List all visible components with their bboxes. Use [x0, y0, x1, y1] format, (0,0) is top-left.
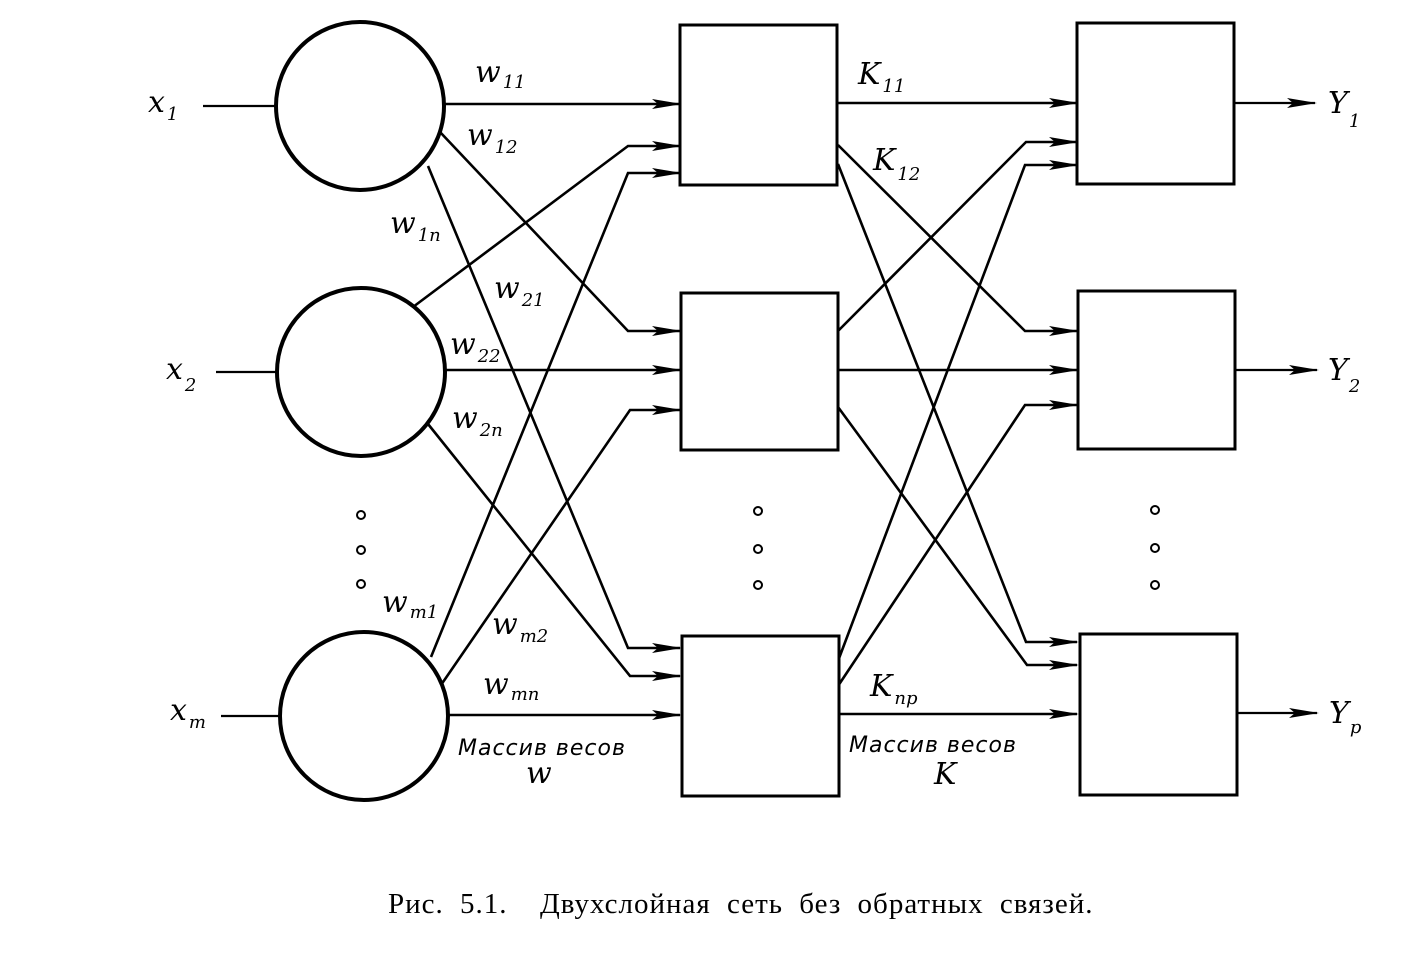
edge-w12 — [439, 131, 682, 336]
hidden-neuron-1 — [678, 23, 839, 187]
edge-k2p — [836, 406, 1079, 670]
edge-w21 — [412, 141, 682, 309]
hidden-neuron-2 — [679, 291, 840, 452]
array-k-label-line2: K — [933, 757, 958, 792]
input-neuron-2 — [275, 286, 447, 458]
output-neuron-p — [1078, 632, 1239, 797]
edge-wm1 — [429, 168, 682, 658]
edge-kn1 — [836, 160, 1079, 662]
k-connections — [836, 98, 1079, 719]
input-ellipsis — [356, 510, 366, 589]
edge-wm2 — [439, 405, 682, 686]
hidden-ellipsis — [753, 506, 763, 590]
array-w-label-line2: w — [526, 756, 552, 791]
edge-k21 — [837, 137, 1079, 332]
w-connections — [412, 99, 682, 720]
edge-w1n — [426, 165, 682, 653]
output-label-y1: Y1 — [1328, 86, 1360, 132]
input-neuron-m — [278, 630, 450, 802]
hidden-neuron-n — [680, 634, 841, 798]
edge-k12 — [837, 144, 1079, 336]
edge-kn2 — [836, 400, 1079, 687]
array-w-label-line1: Массив весов — [458, 736, 626, 761]
output-neuron-2 — [1076, 289, 1237, 451]
output-label-yp: Yp — [1329, 696, 1362, 738]
output-label-y2: Y2 — [1328, 353, 1360, 397]
array-k-label-line1: Массив весов — [849, 733, 1017, 758]
output-ellipsis — [1150, 505, 1160, 590]
input-neuron-1 — [274, 20, 446, 192]
figure-caption: Рис. 5.1. Двухслойная сеть без обратных … — [388, 888, 1094, 920]
edge-w2n — [426, 423, 682, 681]
output-neuron-1 — [1075, 21, 1236, 186]
edge-k1p — [836, 163, 1079, 647]
